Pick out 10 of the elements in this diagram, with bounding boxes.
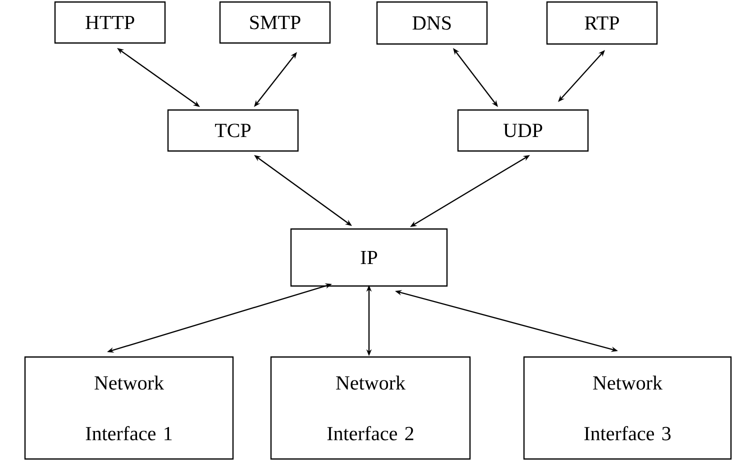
protocol-box: SMTP <box>219 1 331 44</box>
protocol-box: RTP <box>546 1 658 45</box>
interface-box: Network Interface 2 <box>270 356 471 460</box>
protocol-box: DNS <box>376 1 488 45</box>
protocol-box: HTTP <box>54 1 166 44</box>
protocol-box: TCP <box>167 109 299 152</box>
interface-box: Network Interface 1 <box>24 356 234 460</box>
interface-box: Network Interface 3 <box>523 356 732 460</box>
protocol-box: UDP <box>457 109 589 152</box>
protocol-box: IP <box>290 228 448 287</box>
